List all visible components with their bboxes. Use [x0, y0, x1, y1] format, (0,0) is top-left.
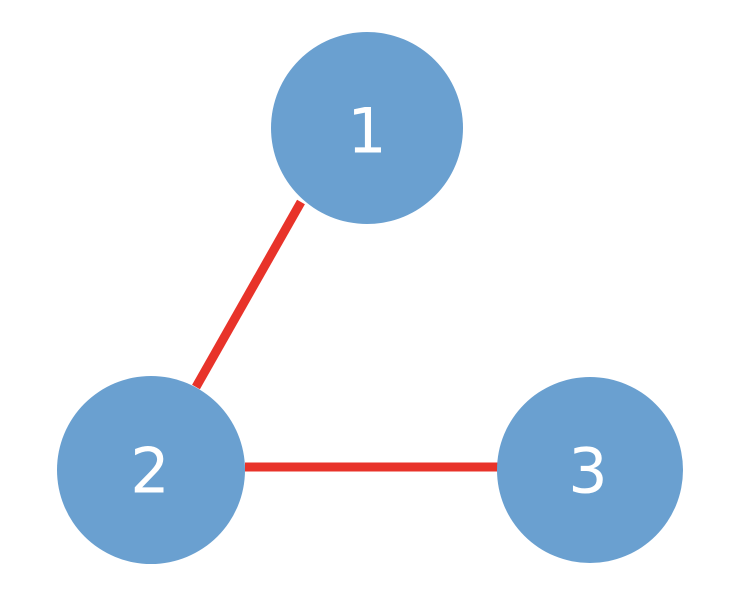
node-1-circle[interactable] — [271, 32, 463, 224]
node-1[interactable]: 1 — [271, 32, 463, 224]
node-3-circle[interactable] — [497, 377, 683, 563]
node-1-label: 1 — [347, 95, 386, 168]
node-2-label: 2 — [130, 435, 169, 508]
edge-layer — [192, 199, 498, 472]
node-layer: 1 2 3 — [57, 32, 683, 564]
node-3-label: 3 — [568, 435, 607, 508]
node-2-circle[interactable] — [57, 376, 245, 564]
edge-1-2[interactable] — [192, 199, 305, 390]
node-2[interactable]: 2 — [57, 376, 245, 564]
node-3[interactable]: 3 — [497, 377, 683, 563]
